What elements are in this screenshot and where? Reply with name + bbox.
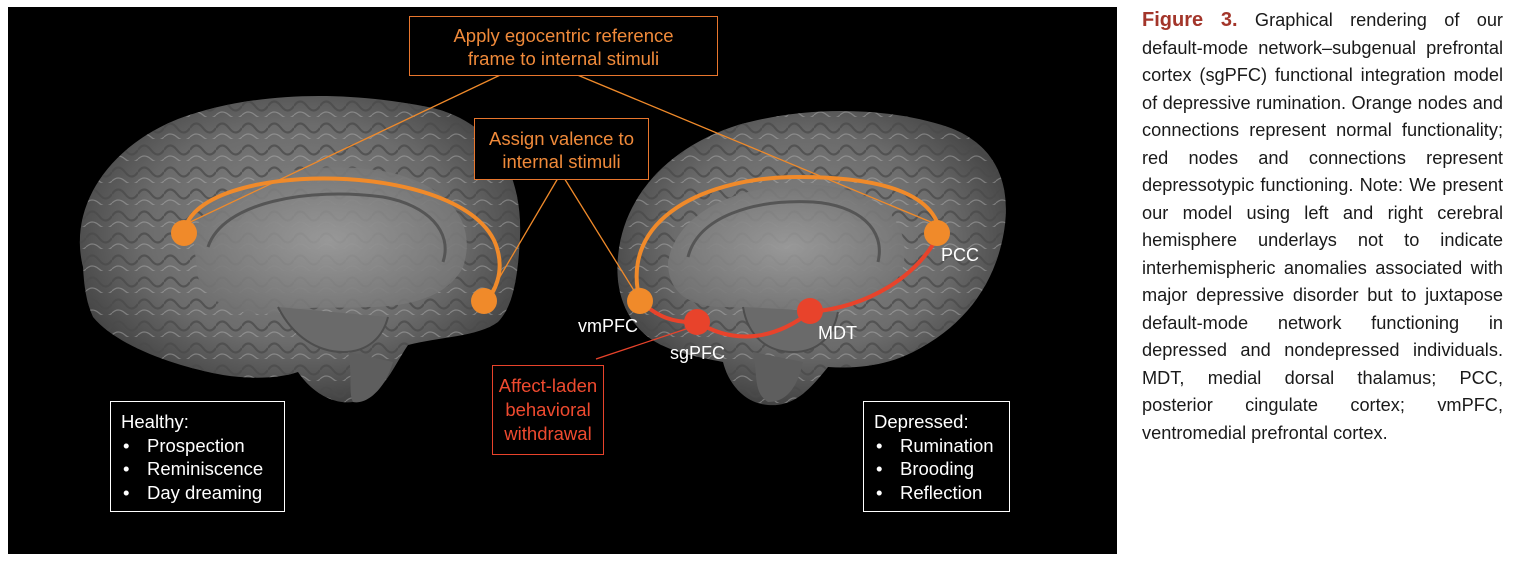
list-item: • Rumination — [874, 434, 999, 458]
list-item: • Reminiscence — [121, 457, 274, 481]
affect-to-sgpfc-line — [595, 324, 699, 360]
egocentric-frame-line1: Apply egocentric reference — [453, 25, 674, 46]
affect-withdrawal-line3: withdrawal — [504, 423, 592, 444]
right-dmn-arc — [634, 174, 942, 302]
bullet-glyph: • — [876, 481, 883, 503]
ego-to-left-frontal-line — [183, 68, 514, 226]
healthy-item-label: Reminiscence — [147, 458, 264, 479]
depressed-item-label: Rumination — [900, 434, 994, 456]
left-dmn-arc — [182, 176, 502, 305]
mdt-label: MDT — [818, 323, 857, 343]
egocentric-frame-box: Apply egocentric reference frame to inte… — [409, 16, 718, 76]
bullet-glyph: • — [123, 481, 130, 503]
vmpfc-label: vmPFC — [578, 316, 638, 336]
left-frontal-node — [171, 220, 197, 246]
assign-valence-line2: internal stimuli — [502, 151, 621, 172]
list-item: • Brooding — [874, 457, 999, 481]
list-item: • Day dreaming — [121, 481, 274, 505]
mdt-node — [797, 298, 823, 324]
sgpfc-mdt-link — [695, 310, 812, 339]
ego-to-pcc-line — [562, 68, 939, 226]
depressed-item-label: Reflection — [900, 481, 983, 503]
list-item: • Prospection — [121, 434, 274, 458]
depressed-box: Depressed: • Rumination • Brooding • Reflec… — [863, 401, 1010, 512]
sgpfc-node — [684, 309, 710, 335]
depressed-item-label: Brooding — [900, 458, 975, 479]
vmpfc-node — [627, 288, 653, 314]
bullet-glyph: • — [123, 458, 130, 479]
healthy-list: • Prospection • Reminiscence • Day dreaming — [121, 434, 274, 505]
bullet-glyph: • — [123, 434, 130, 456]
depressed-title: Depressed: — [874, 411, 969, 432]
egocentric-frame-line2: frame to internal stimuli — [467, 48, 660, 69]
healthy-item-label: Prospection — [147, 434, 245, 456]
pcc-label: PCC — [941, 245, 980, 265]
sgpfc-label: sgPFC — [670, 343, 726, 363]
figure-panel: Apply egocentric reference frame to inte… — [8, 7, 1117, 554]
healthy-item-label: Day dreaming — [147, 481, 263, 503]
caption-text: Graphical rendering of our default-mode … — [1142, 10, 1503, 443]
mdt-pcc-link — [809, 231, 942, 314]
healthy-title: Healthy: — [121, 411, 189, 432]
assign-valence-box: Assign valence to internal stimuli — [474, 118, 649, 180]
left-hemisphere — [79, 95, 521, 403]
affect-withdrawal-line1: Affect-laden — [498, 375, 598, 396]
left-vm-node — [471, 288, 497, 314]
bullet-glyph: • — [876, 458, 883, 479]
affect-withdrawal-box: Affect-laden behavioral withdrawal — [492, 365, 604, 455]
depressed-list: • Rumination • Brooding • Reflection — [874, 434, 999, 505]
healthy-box: Healthy: • Prospection • Reminiscence • Day… — [110, 401, 285, 512]
assign-valence-line1: Assign valence to — [488, 128, 634, 149]
list-item: • Reflection — [874, 481, 999, 505]
figure-caption: Figure 3. Graphical rendering of our def… — [1142, 7, 1503, 447]
figure-label: Figure 3. — [1142, 9, 1238, 31]
brain-diagram — [79, 68, 1006, 406]
bullet-glyph: • — [876, 434, 883, 456]
valence-to-vmpfc-line — [560, 172, 639, 298]
affect-withdrawal-line2: behavioral — [505, 399, 591, 420]
pcc-node — [924, 220, 950, 246]
